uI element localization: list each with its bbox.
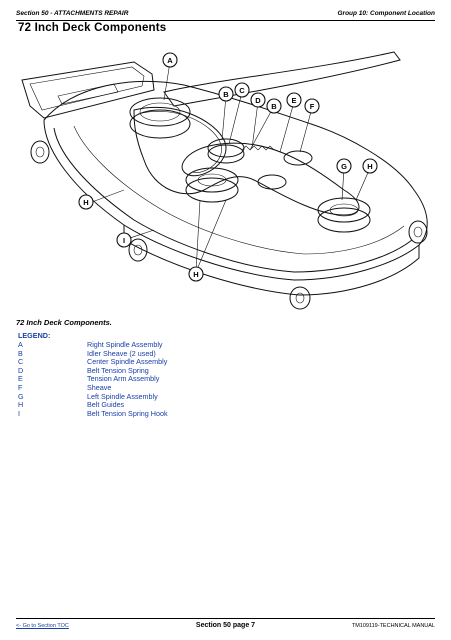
svg-text:C: C [239,86,245,95]
manual-id: TM109119-TECHNICAL MANUAL [351,623,435,629]
header-group: Group 10: Component Location [337,10,436,17]
legend-value: Center Spindle Assembly [87,357,168,367]
legend-key: A [18,340,23,349]
legend-row: C Center Spindle Assembly [18,358,247,367]
svg-text:B: B [271,102,277,111]
legend-heading: LEGEND: [18,331,51,340]
legend-row: D Belt Tension Spring [18,365,247,376]
toc-link[interactable]: <- Go to Section TOC [16,623,69,629]
legend-key: I [18,408,20,418]
legend-row: A Right Spindle Assembly [18,340,247,350]
callout-e: E [286,92,302,108]
svg-text:E: E [291,96,296,105]
callout-h-left: H [78,194,94,210]
legend-key: D [18,365,24,375]
svg-text:H: H [193,270,198,279]
deck-diagram: A B C B D E F G H H I H [14,40,434,312]
callout-a: A [162,52,178,68]
legend-row: H Belt Guides [18,401,247,410]
legend-row: F Sheave [18,382,247,393]
legend: LEGEND: A Right Spindle Assembly B Idler S… [18,331,247,418]
legend-value: Left Spindle Assembly [87,391,158,401]
page-header: Section 50 - ATTACHMENTS REPAIR Group 10… [16,8,435,21]
legend-value: Sheave [87,382,112,392]
legend-value: Belt Tension Spring [87,365,149,375]
deck-illustration: A B C B D E F G H H I H [21,51,428,310]
legend-key: B [18,348,23,358]
callout-b-2: B [266,98,282,114]
callout-g: G [336,158,352,174]
svg-text:A: A [167,56,173,65]
legend-key: G [18,391,24,401]
callout-h-bottom: H [188,266,204,282]
svg-text:F: F [310,102,315,111]
legend-value: Tension Arm Assembly [87,374,160,384]
svg-text:G: G [341,162,347,171]
callout-d: D [250,92,266,108]
legend-row: B Idler Sheave (2 used) [18,348,247,359]
legend-key: H [18,400,24,410]
legend-value: Idler Sheave (2 used) [87,348,156,358]
svg-text:D: D [255,96,261,105]
legend-key: C [18,357,24,367]
callout-h-right: H [362,158,378,174]
legend-key: F [18,382,23,392]
header-section: Section 50 - ATTACHMENTS REPAIR [16,10,129,17]
legend-row: G Left Spindle Assembly [18,391,247,402]
svg-text:H: H [367,162,372,171]
legend-value: Belt Guides [87,400,125,410]
svg-text:H: H [83,198,88,207]
legend-value: Right Spindle Assembly [87,340,163,349]
page-title: 72 Inch Deck Components [18,22,167,34]
callout-c: C [234,82,250,98]
legend-row: I Belt Tension Spring Hook [18,408,247,419]
legend-row: E Tension Arm Assembly [18,375,247,384]
figure-caption: 72 Inch Deck Components. [16,318,112,327]
callout-i: I [116,232,132,248]
callout-f: F [304,98,320,114]
page-footer: <- Go to Section TOC Section 50 page 7 T… [16,618,435,633]
page-number: Section 50 page 7 [195,622,256,629]
callout-b-1: B [218,86,234,102]
svg-text:B: B [223,90,229,99]
legend-value: Belt Tension Spring Hook [87,408,168,418]
svg-text:I: I [123,236,125,245]
legend-key: E [18,374,23,384]
